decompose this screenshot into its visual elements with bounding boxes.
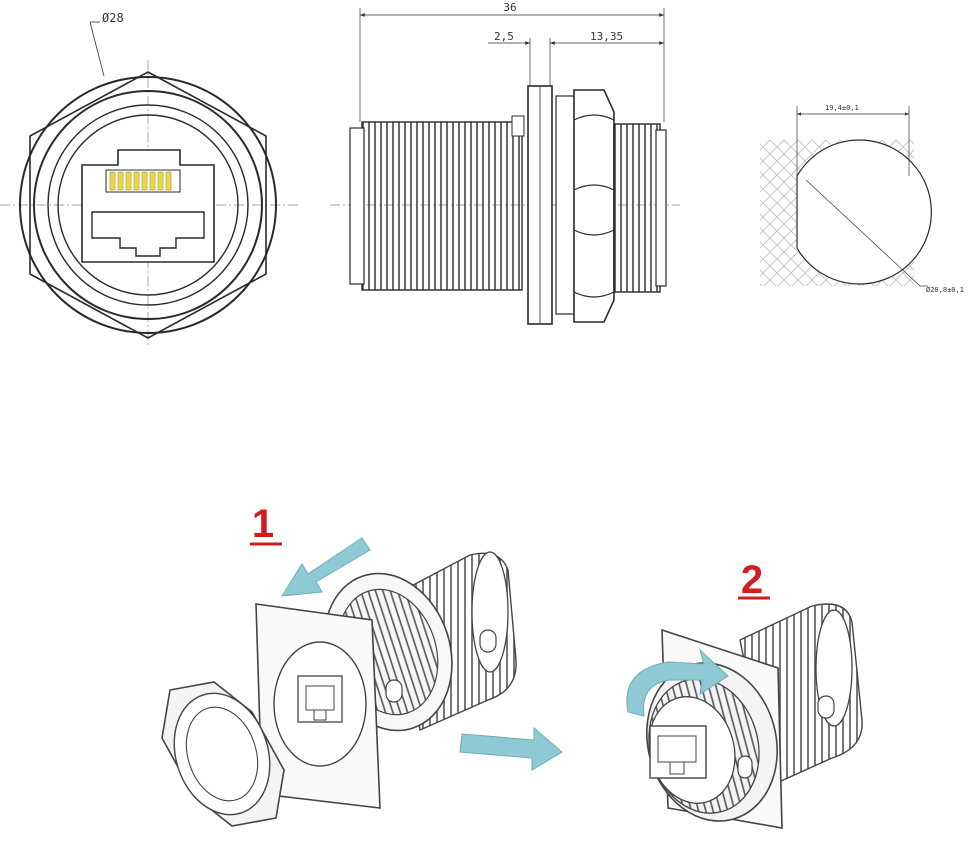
step-1-illustration [161, 537, 563, 827]
step-2-number: 2 [741, 558, 763, 602]
tighten-arrow [459, 726, 563, 771]
threaded-body-left [361, 121, 523, 291]
hex-nut-outline [29, 71, 267, 339]
flange-thickness-label: 2,5 [494, 30, 514, 43]
step-1-number: 1 [252, 502, 274, 546]
nut-to-end-label: 13,35 [590, 30, 623, 43]
rotate-arrow [626, 648, 729, 717]
threaded-body-right [613, 123, 661, 293]
diameter-28-label: Ø28 [102, 11, 124, 25]
hex-nut-side [573, 89, 615, 323]
insert-arrow [281, 537, 371, 597]
rj45-socket-front [81, 149, 215, 263]
contact-pins [109, 171, 172, 191]
side-view-drawing [330, 8, 680, 325]
cutout-diameter-label: Ø20,8±0,1 [926, 286, 964, 294]
cutout-hole [796, 139, 932, 285]
cutout-flat-width-label: 19,4±0,1 [825, 104, 859, 112]
front-view-drawing [0, 21, 300, 345]
overall-length-label: 36 [503, 1, 516, 14]
step-2-illustration [626, 603, 863, 829]
panel-cutout-drawing [760, 106, 932, 287]
